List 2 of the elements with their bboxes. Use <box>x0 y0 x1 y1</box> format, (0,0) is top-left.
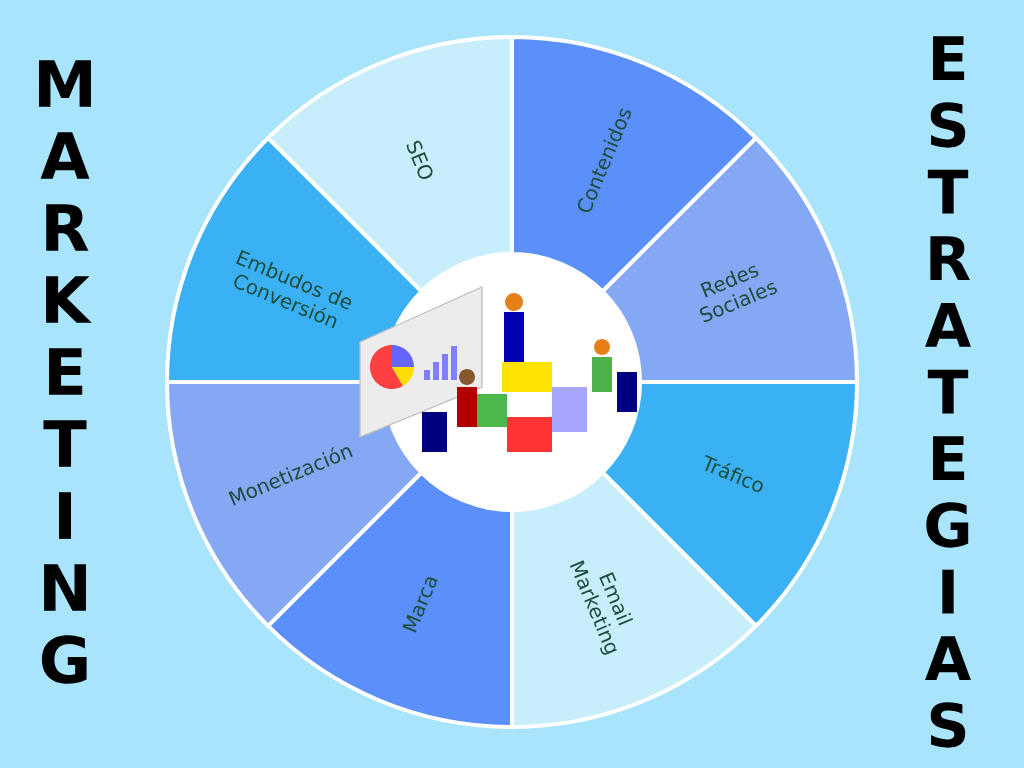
stacked-heading: ESTRATEGIAS <box>925 36 971 748</box>
stacked-heading: MARKETING <box>39 60 92 684</box>
